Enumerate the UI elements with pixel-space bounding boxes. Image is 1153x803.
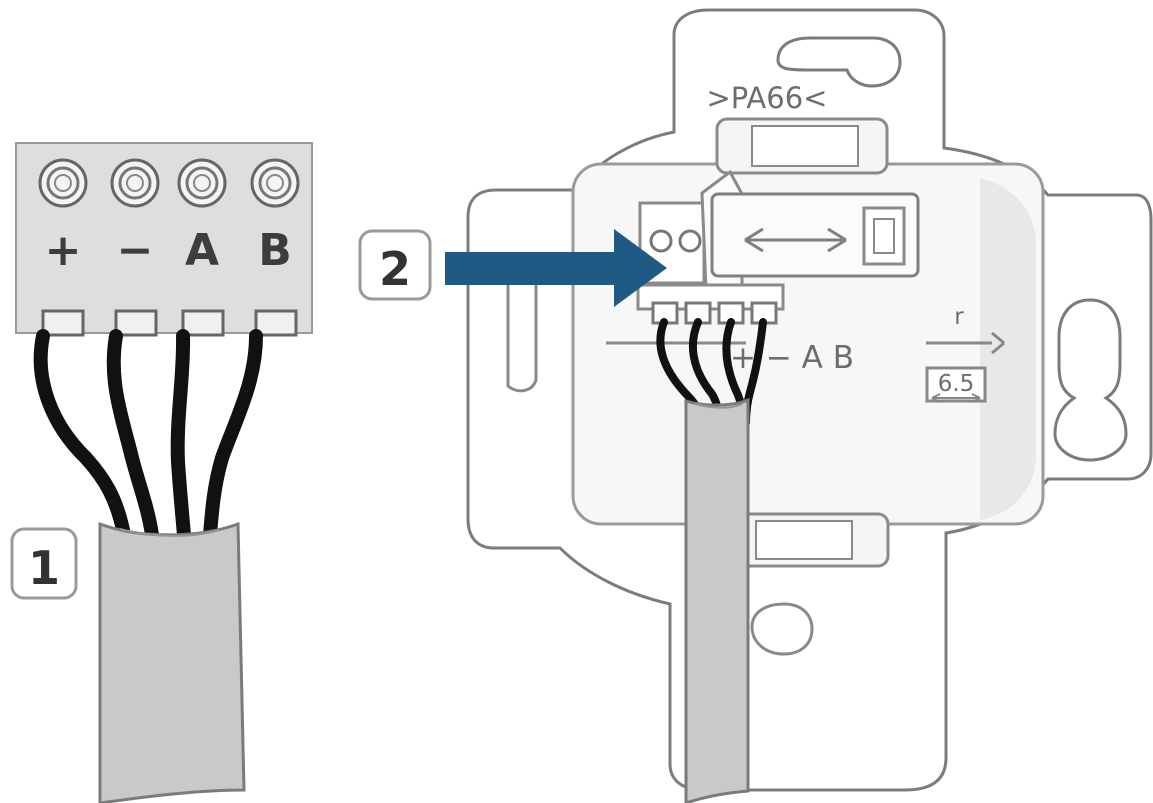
- screw-icon: [110, 158, 160, 208]
- strip-length-top-label: r: [954, 304, 964, 330]
- double-arrow-icon: [744, 227, 847, 253]
- screw-row: [38, 158, 300, 208]
- wire-entry-minus: [114, 309, 158, 337]
- wire-plus: [33, 329, 131, 542]
- strip-length-indicator: r 6.5: [925, 304, 1005, 403]
- screw-icon: [38, 158, 88, 208]
- left-cable-sheath: [98, 521, 246, 803]
- wire-entry-b: [254, 309, 298, 337]
- step-1-label: 1: [28, 541, 60, 595]
- device-assembly: >PA66<: [466, 8, 1153, 803]
- terminal-label-plus: +: [45, 225, 82, 276]
- screw-icon: [250, 158, 300, 208]
- connector-tab-inner: [873, 218, 895, 254]
- connector-screw-2: [678, 229, 702, 253]
- device-terminal-labels: + − A B: [730, 340, 854, 376]
- wire-entry-a: [181, 309, 225, 337]
- step-2-label: 2: [379, 242, 411, 296]
- terminal-label-b: B: [258, 225, 292, 276]
- wire-b: [203, 329, 263, 542]
- bottom-latch-window: [755, 520, 853, 560]
- step-2-box: [358, 229, 432, 301]
- top-latch: [715, 117, 889, 175]
- screw-icon: [177, 158, 227, 208]
- material-mark: >PA66<: [707, 81, 828, 115]
- step-1-badge: 1: [10, 527, 78, 600]
- terminal-label-minus: −: [117, 225, 154, 276]
- latch-window: [751, 125, 859, 167]
- device-connector: [606, 169, 920, 345]
- right-cable-sheath: [684, 397, 750, 803]
- strip-length-cutline-bottom: [991, 341, 1005, 355]
- top-keyhole: [776, 36, 902, 88]
- wire-minus: [106, 329, 159, 542]
- wire-entries: [41, 309, 298, 337]
- step-2-group: 2: [358, 229, 667, 307]
- wire-a: [170, 329, 191, 542]
- strip-length-dimension-arrows: [931, 393, 981, 403]
- terminal-block-assembly: + − A B: [10, 142, 313, 803]
- wire-entry-plus: [41, 309, 85, 337]
- connector-screw-1: [649, 229, 673, 253]
- left-wire-bundle: [33, 329, 263, 542]
- step-1-box: [10, 527, 78, 600]
- right-keyhole: [1053, 298, 1128, 462]
- arrow-right-icon: [445, 229, 667, 307]
- strip-length-cutline-top: [991, 331, 1005, 345]
- strip-length-value: 6.5: [938, 371, 975, 397]
- terminal-label-a: A: [185, 225, 219, 276]
- device-side-shadow: [978, 178, 1036, 520]
- bottom-hole: [750, 602, 814, 656]
